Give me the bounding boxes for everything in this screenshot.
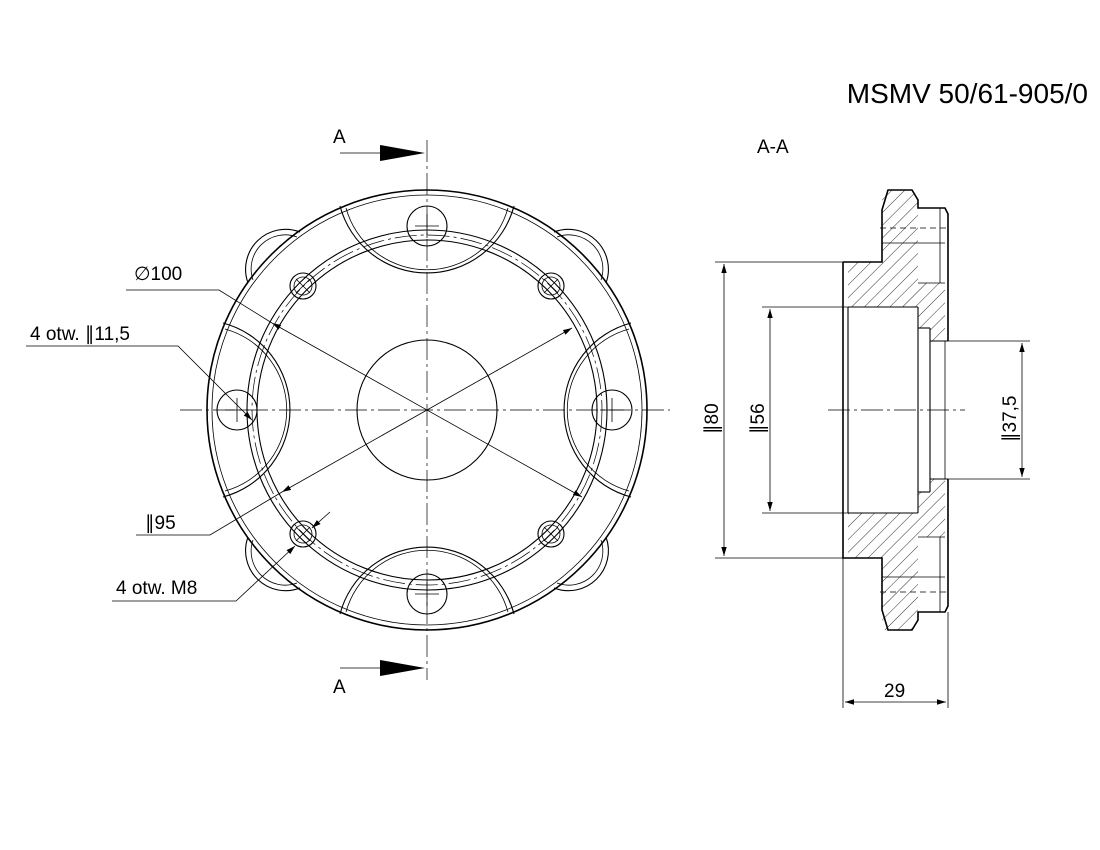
dim-diameter-80: ∥80 [702, 261, 843, 559]
flange-outer-circle [206, 189, 648, 631]
dim-diameter-95: ∥95 [136, 327, 573, 536]
through-holes [216, 205, 633, 615]
section-title: A-A [757, 137, 789, 158]
dim-length-29: 29 [842, 558, 949, 708]
holes-threaded-label: 4 otw. M8 [116, 578, 197, 599]
threaded-holes [289, 272, 565, 548]
section-view: ∥80 ∥56 ∥37,5 29 [702, 189, 1030, 708]
dim-diameter-37-5: ∥37,5 [948, 340, 1030, 480]
section-label-bottom: A [333, 677, 346, 698]
leader-through-holes: 4 otw. ∥11,5 [26, 324, 253, 421]
front-view: ∅100 ∥95 4 otw. ∥11,5 4 otw. M8 [26, 140, 670, 680]
section-outline [842, 189, 949, 631]
dim-diameter-100: ∅100 [126, 264, 583, 498]
section-label-top: A [333, 127, 346, 148]
drawing-number: MSMV 50/61-905/0 [847, 78, 1088, 109]
section-marker-top: A [333, 127, 425, 161]
dim-56-label: ∥56 [748, 403, 769, 434]
dim-37-5-label: ∥37,5 [1000, 396, 1021, 442]
section-marker-bottom: A [333, 660, 425, 698]
leader-threaded-holes: 4 otw. M8 [112, 511, 331, 602]
dim-95-label: ∥95 [145, 513, 176, 534]
dim-80-label: ∥80 [702, 403, 723, 434]
holes-through-label: 4 otw. ∥11,5 [30, 324, 130, 345]
dim-29-label: 29 [884, 681, 905, 702]
dim-100-label: ∅100 [134, 264, 182, 285]
dim-diameter-56: ∥56 [748, 306, 848, 514]
